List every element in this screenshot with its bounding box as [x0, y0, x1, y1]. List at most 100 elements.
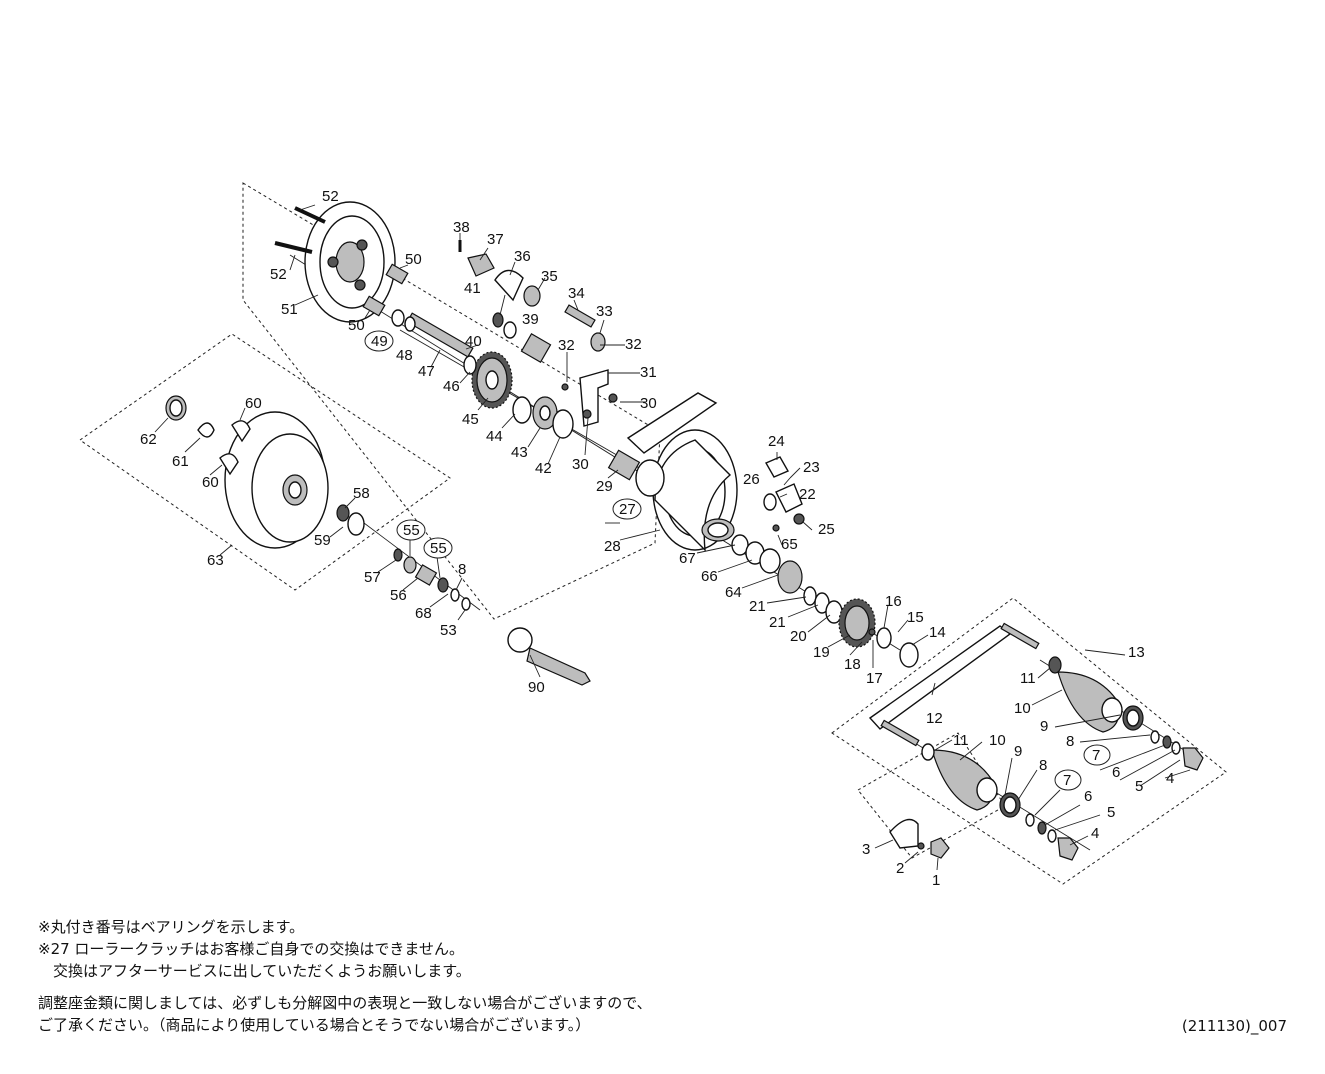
callout-21: 21 — [769, 614, 786, 631]
callout-5: 5 — [1135, 778, 1143, 795]
callout-52: 52 — [270, 266, 287, 283]
note-bearing: ※丸付き番号はベアリングを示します。 — [38, 918, 305, 936]
shaft-icon — [391, 309, 474, 358]
callout-36: 36 — [514, 248, 531, 265]
callout-53: 53 — [440, 622, 457, 639]
screw-icon — [274, 206, 326, 254]
callout-52: 52 — [322, 188, 339, 205]
svg-text:27: 27 — [619, 501, 636, 518]
callout-12: 12 — [926, 710, 943, 727]
callout-19: 19 — [813, 644, 830, 661]
callout-62: 62 — [140, 431, 157, 448]
callout-29: 29 — [596, 478, 613, 495]
callout-2: 2 — [896, 860, 904, 877]
document-code: (211130)_007 — [1181, 1017, 1287, 1035]
callout-8: 8 — [1039, 757, 1047, 774]
callout-20: 20 — [790, 628, 807, 645]
callout-28: 28 — [604, 538, 621, 555]
svg-text:55: 55 — [430, 540, 447, 557]
side-plate-icon — [304, 201, 396, 323]
callout-32: 32 — [558, 337, 575, 354]
callout-32: 32 — [625, 336, 642, 353]
leader-lines — [154, 204, 1191, 871]
group-box-spool — [79, 333, 451, 591]
group-box-handle — [831, 597, 1227, 885]
callout-66: 66 — [701, 568, 718, 585]
callout-11: 11 — [1020, 670, 1036, 687]
callout-10: 10 — [1014, 700, 1031, 717]
pinion-gear-icon — [520, 333, 552, 363]
note-washers: 調整座金類に関しましては、必ずしも分解図中の表現と一致しない場合がございますので… — [38, 994, 652, 1012]
callout-15: 15 — [907, 609, 924, 626]
callout-40: 40 — [465, 333, 482, 350]
callout-26: 26 — [743, 471, 760, 488]
circled-callout-49: 49 — [364, 330, 394, 352]
callout-39: 39 — [522, 311, 539, 328]
callout-6: 6 — [1112, 764, 1120, 781]
circled-callout-7: 7 — [1054, 769, 1082, 791]
callout-67: 67 — [679, 550, 696, 567]
callout-57: 57 — [364, 569, 381, 586]
note-washers-continued: ご了承ください。（商品により使用している場合とそうでない場合がございます。） — [38, 1016, 591, 1034]
note-roller-clutch: ※27 ローラークラッチはお客様ご自身での交換はできません。 — [38, 940, 464, 958]
callout-44: 44 — [486, 428, 503, 445]
frame-icon — [607, 392, 738, 552]
callout-60: 60 — [245, 395, 262, 412]
callout-25: 25 — [818, 521, 835, 538]
notes-block: ※丸付き番号はベアリングを示します。 ※27 ローラークラッチはお客様ご自身での… — [38, 916, 652, 1036]
circled-callout-7: 7 — [1083, 744, 1111, 766]
callout-38: 38 — [453, 219, 470, 236]
handle-arm-icon — [868, 622, 1040, 747]
callout-6: 6 — [1084, 788, 1092, 805]
callout-1: 1 — [932, 872, 940, 889]
callout-65: 65 — [781, 536, 798, 553]
callout-23: 23 — [803, 459, 820, 476]
spool-icon — [224, 411, 329, 549]
callout-3: 3 — [862, 841, 870, 858]
callout-48: 48 — [396, 347, 413, 364]
callout-30: 30 — [640, 395, 657, 412]
circled-callout-55: 55 — [396, 519, 426, 541]
callout-50: 50 — [348, 317, 365, 334]
callout-31: 31 — [640, 364, 657, 381]
callout-63: 63 — [207, 552, 224, 569]
svg-text:49: 49 — [371, 333, 388, 350]
callout-56: 56 — [390, 587, 407, 604]
callout-9: 9 — [1014, 743, 1022, 760]
callout-37: 37 — [487, 231, 504, 248]
callout-47: 47 — [418, 363, 435, 380]
callout-46: 46 — [443, 378, 460, 395]
callout-9: 9 — [1040, 718, 1048, 735]
svg-text:7: 7 — [1063, 772, 1071, 789]
callout-11: 11 — [953, 732, 969, 749]
handle-knob-icon — [1048, 656, 1123, 733]
callout-16: 16 — [885, 593, 902, 610]
callout-labels: 52 52 51 50 50 48 47 40 46 45 44 43 42 3… — [140, 188, 1174, 889]
callout-45: 45 — [462, 411, 479, 428]
callout-4: 4 — [1091, 825, 1099, 842]
callout-8: 8 — [458, 561, 466, 578]
callout-8: 8 — [1066, 733, 1074, 750]
callout-58: 58 — [353, 485, 370, 502]
callout-50: 50 — [405, 251, 422, 268]
callout-90: 90 — [528, 679, 545, 696]
callout-18: 18 — [844, 656, 861, 673]
callout-13: 13 — [1128, 644, 1145, 661]
callout-35: 35 — [541, 268, 558, 285]
callout-10: 10 — [989, 732, 1006, 749]
drive-gear-icon — [471, 351, 513, 409]
handle-knob-icon — [921, 743, 998, 811]
circled-callout-27: 27 — [612, 498, 642, 520]
callout-41: 41 — [464, 280, 481, 297]
callout-64: 64 — [725, 584, 742, 601]
callout-42: 42 — [535, 460, 552, 477]
callout-43: 43 — [511, 444, 528, 461]
callout-60: 60 — [202, 474, 219, 491]
wrench-tool-icon — [507, 627, 591, 686]
callout-61: 61 — [172, 453, 189, 470]
callout-21: 21 — [749, 598, 766, 615]
callout-14: 14 — [929, 624, 946, 641]
callout-5: 5 — [1107, 804, 1115, 821]
star-drag-icon — [838, 598, 876, 648]
